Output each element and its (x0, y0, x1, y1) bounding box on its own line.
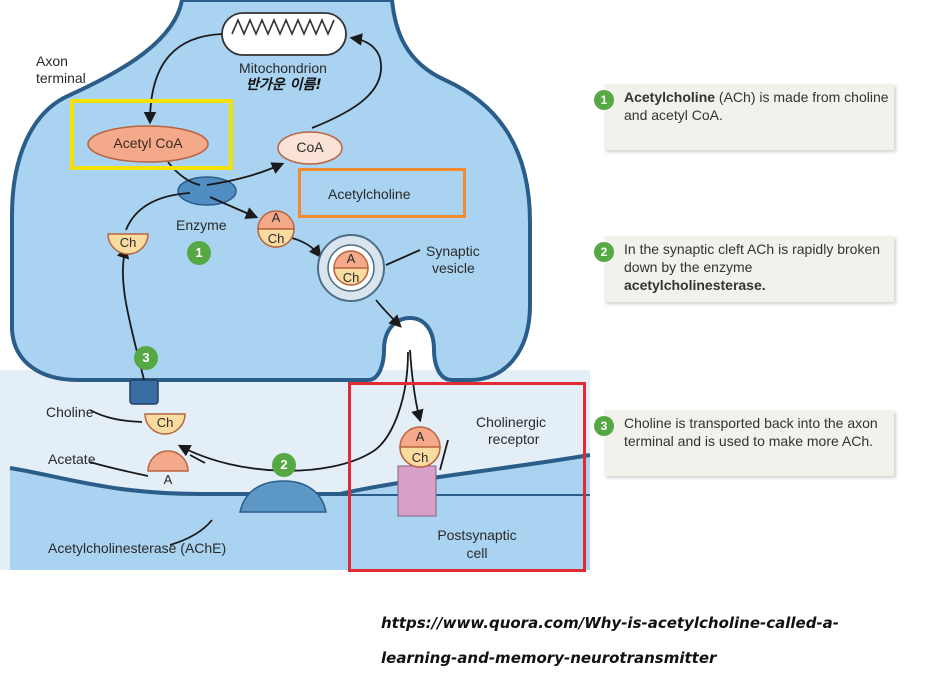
enzyme-shape (177, 176, 237, 206)
receptor-ach-ch-label: Ch (411, 450, 429, 465)
highlight-red-postsynaptic (348, 382, 586, 572)
synaptic-vesicle-shape (317, 234, 385, 302)
postsynaptic-label-1: Postsynaptic (437, 527, 517, 543)
mitochondrion-shape (221, 12, 347, 56)
note-step-2: 2 In the synaptic cleft ACh is rapidly b… (594, 236, 894, 302)
choline-ch-label-top: Ch (119, 235, 137, 250)
ach-ch-label: Ch (267, 231, 285, 246)
acetyl-coa-label: Acetyl CoA (113, 135, 183, 151)
axon-terminal-label-2: terminal (36, 70, 86, 86)
choline-molecule-cleft (144, 413, 186, 435)
acetate-label: Acetate (48, 451, 96, 467)
note-2-number: 2 (594, 242, 614, 262)
note-step-1: 1 Acetylcholine (ACh) is made from choli… (594, 84, 894, 150)
step-2-badge: 2 (272, 453, 296, 477)
choline-ch-label-cleft: Ch (156, 415, 174, 430)
source-url-line-1[interactable]: https://www.quora.com/Why-is-acetylcholi… (381, 614, 840, 632)
source-url-line-2[interactable]: learning-and-memory-neurotransmitter (381, 649, 717, 667)
choline-molecule-cytoplasm (107, 233, 149, 255)
coa-label: CoA (296, 139, 324, 155)
acetate-a-label: A (163, 472, 173, 487)
note-2-text: In the synaptic cleft ACh is rapidly bro… (624, 241, 881, 293)
note-1-number: 1 (594, 90, 614, 110)
acetyl-coa-molecule (87, 125, 209, 163)
note-3-number: 3 (594, 416, 614, 436)
cholinergic-receptor-label-2: receptor (488, 431, 540, 447)
vesicle-ch-label: Ch (342, 270, 360, 285)
highlight-orange-acetylcholine (298, 168, 466, 218)
synaptic-vesicle-label-1: Synaptic (426, 243, 480, 259)
enzyme-label: Enzyme (176, 217, 227, 233)
note-3-text: Choline is transported back into the axo… (624, 415, 878, 449)
ache-enzyme-shape (239, 480, 327, 513)
cholinergic-receptor-shape (397, 465, 437, 517)
axon-terminal-label-1: Axon (36, 53, 68, 69)
note-step-3: 3 Choline is transported back into the a… (594, 410, 894, 476)
acetylcholine-label: Acetylcholine (328, 186, 411, 202)
choline-label: Choline (46, 404, 94, 420)
vesicle-a-label: A (346, 251, 356, 266)
ach-molecule-cytoplasm (257, 210, 295, 248)
postsynaptic-label-2: cell (466, 545, 488, 561)
step-1-badge: 1 (187, 241, 211, 265)
korean-annotation: 반가운 이름! (246, 77, 322, 93)
ach-a-label: A (271, 210, 281, 225)
receptor-ach-a-label: A (415, 429, 425, 444)
synaptic-vesicle-label-2: vesicle (432, 260, 475, 276)
note-1-text: Acetylcholine (ACh) is made from choline… (624, 89, 889, 123)
ach-molecule-receptor (399, 426, 441, 468)
cholinergic-receptor-label-1: Cholinergic (476, 414, 547, 430)
step-3-badge: 3 (134, 346, 158, 370)
ache-label: Acetylcholinesterase (AChE) (48, 540, 227, 556)
axon-terminal-shape (10, 0, 532, 382)
mitochondrion-label: Mitochondrion (239, 60, 327, 76)
pathway-arrows (89, 33, 449, 546)
acetate-molecule (147, 450, 189, 472)
highlight-yellow-acetyl-coa (70, 99, 233, 170)
coa-molecule (277, 131, 343, 165)
choline-transporter (129, 379, 159, 405)
